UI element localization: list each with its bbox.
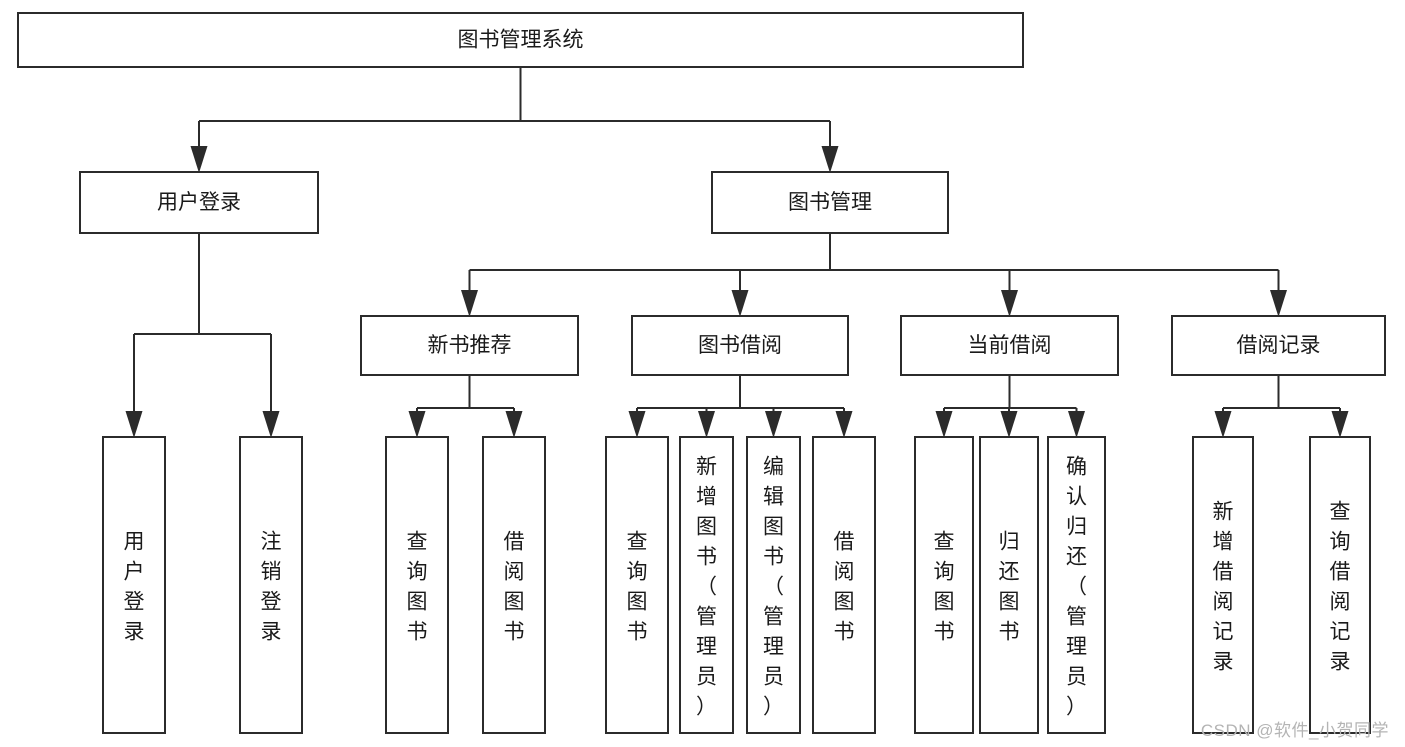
node-leaf-edit-book[interactable]: 编辑图书（管理员） — [745, 435, 802, 735]
node-root[interactable]: 图书管理系统 — [16, 11, 1025, 69]
node-label: 查询图书 — [407, 530, 428, 643]
arrow-head-icon — [835, 411, 853, 438]
node-leaf-user-logout[interactable]: 注销登录 — [238, 435, 304, 735]
arrow-head-icon — [698, 411, 715, 438]
connector-group-new-book-rec — [408, 375, 523, 438]
node-box[interactable] — [1170, 314, 1387, 377]
node-new-book-rec[interactable]: 新书推荐 — [359, 314, 580, 377]
node-leaf-query-book-3[interactable]: 查询图书 — [913, 435, 975, 735]
node-label: 确认归还（管理员） — [1066, 455, 1087, 718]
node-box[interactable] — [78, 170, 320, 235]
arrow-head-icon — [1331, 411, 1349, 438]
arrow-head-icon — [1214, 411, 1232, 438]
node-box[interactable] — [913, 435, 975, 735]
arrow-head-icon — [125, 411, 143, 438]
arrow-head-icon — [190, 146, 208, 173]
arrow-head-icon — [1068, 411, 1085, 438]
node-leaf-borrow-book-2[interactable]: 借阅图书 — [811, 435, 877, 735]
arrow-head-icon — [262, 411, 280, 438]
arrow-head-icon — [821, 146, 839, 173]
node-box[interactable] — [678, 435, 735, 735]
node-book-manage[interactable]: 图书管理 — [710, 170, 950, 235]
watermark-label: CSDN @软件_小贺同学 — [1200, 721, 1389, 740]
arrow-head-icon — [505, 411, 523, 438]
arrow-head-icon — [461, 290, 478, 317]
node-box[interactable] — [745, 435, 802, 735]
node-box[interactable] — [481, 435, 547, 735]
arrow-head-icon — [1270, 290, 1287, 317]
node-user-login[interactable]: 用户登录 — [78, 170, 320, 235]
node-box[interactable] — [16, 11, 1025, 69]
connector-group-root — [190, 67, 839, 173]
arrow-head-icon — [628, 411, 646, 438]
node-leaf-confirm-return[interactable]: 确认归还（管理员） — [1046, 435, 1107, 735]
connector-group-user-login — [125, 233, 280, 438]
connector-group-borrow-record — [1214, 375, 1349, 438]
node-label: 用户登录 — [157, 191, 241, 214]
node-label: 新增借阅记录 — [1213, 500, 1234, 673]
node-box[interactable] — [1046, 435, 1107, 735]
connector-group-book-borrow — [628, 375, 853, 438]
node-label: 借阅图书 — [504, 530, 525, 643]
node-label: 当前借阅 — [968, 334, 1052, 357]
node-leaf-return-book[interactable]: 归还图书 — [978, 435, 1040, 735]
node-label: 编辑图书（管理员） — [763, 455, 784, 718]
node-layer: 图书管理系统用户登录图书管理新书推荐图书借阅当前借阅借阅记录用户登录注销登录查询… — [16, 11, 1387, 735]
node-label: 借阅图书 — [834, 530, 855, 643]
node-box[interactable] — [899, 314, 1120, 377]
node-leaf-add-record[interactable]: 新增借阅记录 — [1191, 435, 1255, 735]
node-label: 借阅记录 — [1237, 334, 1321, 357]
node-box[interactable] — [101, 435, 167, 735]
node-leaf-add-book[interactable]: 新增图书（管理员） — [678, 435, 735, 735]
node-box[interactable] — [359, 314, 580, 377]
node-label: 用户登录 — [124, 530, 145, 643]
arrow-head-icon — [1000, 411, 1018, 438]
node-label: 图书管理 — [788, 191, 872, 214]
node-box[interactable] — [384, 435, 450, 735]
node-label: 查询借阅记录 — [1330, 500, 1351, 673]
node-label: 查询图书 — [934, 530, 955, 643]
node-leaf-query-book-2[interactable]: 查询图书 — [604, 435, 670, 735]
node-leaf-query-book-1[interactable]: 查询图书 — [384, 435, 450, 735]
node-label: 图书借阅 — [698, 334, 782, 357]
arrow-head-icon — [731, 290, 749, 317]
node-leaf-user-login[interactable]: 用户登录 — [101, 435, 167, 735]
node-current-borrow[interactable]: 当前借阅 — [899, 314, 1120, 377]
node-book-borrow[interactable]: 图书借阅 — [630, 314, 850, 377]
connector-layer — [125, 67, 1349, 438]
connector-group-current-borrow — [935, 375, 1085, 438]
arrow-head-icon — [765, 411, 782, 438]
node-label: 归还图书 — [999, 530, 1020, 643]
node-label: 图书管理系统 — [458, 29, 584, 52]
arrow-head-icon — [408, 411, 426, 438]
node-box[interactable] — [978, 435, 1040, 735]
node-box[interactable] — [1308, 435, 1372, 735]
node-box[interactable] — [710, 170, 950, 235]
node-box[interactable] — [604, 435, 670, 735]
node-borrow-record[interactable]: 借阅记录 — [1170, 314, 1387, 377]
connector-group-book-manage — [461, 233, 1287, 317]
node-label: 新增图书（管理员） — [696, 455, 717, 718]
node-label: 新书推荐 — [428, 334, 512, 357]
node-leaf-borrow-book-1[interactable]: 借阅图书 — [481, 435, 547, 735]
node-box[interactable] — [238, 435, 304, 735]
node-box[interactable] — [1191, 435, 1255, 735]
arrow-head-icon — [935, 411, 953, 438]
arrow-head-icon — [1001, 290, 1018, 317]
node-box[interactable] — [630, 314, 850, 377]
node-leaf-query-record[interactable]: 查询借阅记录 — [1308, 435, 1372, 735]
node-box[interactable] — [811, 435, 877, 735]
node-label: 查询图书 — [627, 530, 648, 643]
node-label: 注销登录 — [261, 530, 282, 643]
